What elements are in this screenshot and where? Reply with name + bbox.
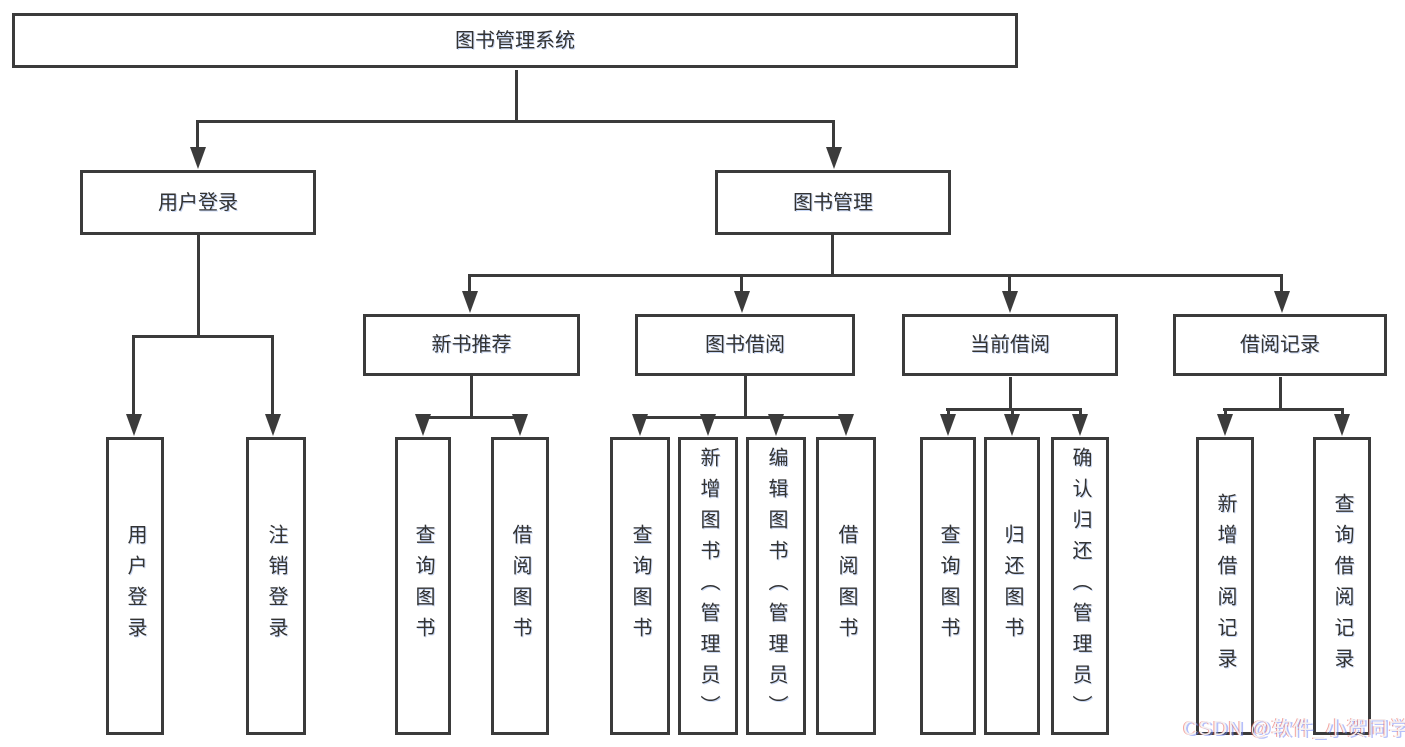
leaf-borrow-query-books: 查询图书: [610, 437, 670, 735]
leaf-current-query-books: 查询图书: [920, 437, 976, 735]
node-borrow-records: 借阅记录: [1173, 314, 1387, 376]
connector-line: [197, 235, 200, 335]
connector-line: [515, 70, 518, 120]
leaf-borrow-books: 借阅图书: [816, 437, 876, 735]
leaf-add-book-admin-label: 新增图书（管理员）: [697, 446, 719, 726]
leaf-add-borrow-record: 新增借阅记录: [1196, 437, 1254, 735]
connector-line: [132, 335, 274, 338]
leaf-borrow-query-books-label: 查询图书: [629, 524, 651, 648]
arrowhead-down-icon: [768, 414, 784, 436]
connector-line: [638, 416, 848, 419]
arrowhead-down-icon: [1274, 291, 1290, 313]
node-book-borrow: 图书借阅: [635, 314, 855, 376]
arrowhead-down-icon: [940, 414, 956, 436]
leaf-recommend-query-books: 查询图书: [395, 437, 451, 735]
connector-line: [132, 335, 135, 415]
node-current-borrow-label: 当前借阅: [970, 334, 1050, 356]
connector-line: [468, 274, 471, 294]
csdn-watermark: CSDN @软件_小贺同学: [1183, 718, 1405, 740]
connector-line: [1079, 408, 1082, 417]
leaf-confirm-return-admin: 确认归还（管理员）: [1051, 437, 1109, 735]
arrowhead-down-icon: [1004, 414, 1020, 436]
node-new-book-recommend-label: 新书推荐: [431, 334, 512, 356]
connector-line: [196, 120, 199, 150]
arrowhead-down-icon: [462, 291, 478, 313]
connector-line: [1224, 408, 1227, 417]
connector-line: [1009, 377, 1012, 408]
leaf-recommend-borrow-books: 借阅图书: [491, 437, 549, 735]
leaf-logout: 注销登录: [246, 437, 306, 735]
arrowhead-down-icon: [126, 414, 142, 436]
leaf-user-login-label: 用户登录: [124, 524, 146, 648]
arrowhead-down-icon: [734, 291, 750, 313]
connector-line: [740, 274, 743, 294]
leaf-add-borrow-record-label: 新增借阅记录: [1214, 493, 1236, 679]
arrowhead-down-icon: [415, 414, 431, 436]
node-user-login: 用户登录: [80, 170, 316, 235]
node-book-borrow-label: 图书借阅: [705, 334, 785, 356]
leaf-user-login: 用户登录: [106, 437, 164, 735]
node-borrow-records-label: 借阅记录: [1240, 334, 1320, 356]
leaf-current-query-books-label: 查询图书: [937, 524, 959, 648]
node-new-book-recommend: 新书推荐: [363, 314, 580, 376]
connector-line: [744, 376, 747, 416]
connector-line: [196, 120, 835, 123]
connector-line: [421, 416, 522, 419]
connector-line: [832, 120, 835, 150]
leaf-borrow-books-label: 借阅图书: [835, 524, 857, 648]
connector-line: [1223, 408, 1344, 411]
connector-line: [468, 274, 1283, 277]
connector-line: [1279, 377, 1282, 408]
node-root-label: 图书管理系统: [455, 29, 575, 52]
arrowhead-down-icon: [838, 414, 854, 436]
leaf-recommend-borrow-books-label: 借阅图书: [509, 524, 531, 648]
node-book-management-label: 图书管理: [793, 191, 873, 214]
node-root: 图书管理系统: [12, 13, 1018, 68]
connector-line: [947, 408, 950, 417]
connector-line: [1011, 408, 1014, 417]
connector-line: [946, 408, 1082, 411]
leaf-logout-label: 注销登录: [265, 524, 287, 648]
connector-line: [1280, 274, 1283, 294]
connector-line: [831, 235, 834, 274]
leaf-query-borrow-record-label: 查询借阅记录: [1331, 493, 1353, 679]
connector-line: [1341, 408, 1344, 417]
arrowhead-down-icon: [512, 414, 528, 436]
leaf-edit-book-admin-label: 编辑图书（管理员）: [765, 446, 787, 726]
connector-line: [271, 335, 274, 415]
arrowhead-down-icon: [700, 414, 716, 436]
arrowhead-down-icon: [1217, 414, 1233, 436]
leaf-return-book: 归还图书: [984, 437, 1040, 735]
arrowhead-down-icon: [1072, 414, 1088, 436]
leaf-confirm-return-admin-label: 确认归还（管理员）: [1069, 446, 1091, 726]
node-current-borrow: 当前借阅: [902, 314, 1118, 376]
arrowhead-down-icon: [1334, 414, 1350, 436]
arrowhead-down-icon: [190, 147, 206, 169]
arrowhead-down-icon: [265, 414, 281, 436]
node-user-login-label: 用户登录: [158, 191, 238, 214]
node-book-management: 图书管理: [715, 170, 951, 235]
connector-line: [1008, 274, 1011, 294]
leaf-query-borrow-record: 查询借阅记录: [1313, 437, 1371, 735]
arrowhead-down-icon: [1002, 291, 1018, 313]
leaf-return-book-label: 归还图书: [1001, 524, 1023, 648]
leaf-add-book-admin: 新增图书（管理员）: [678, 437, 738, 735]
connector-line: [470, 376, 473, 416]
leaf-recommend-query-books-label: 查询图书: [412, 524, 434, 648]
leaf-edit-book-admin: 编辑图书（管理员）: [746, 437, 806, 735]
arrowhead-down-icon: [826, 147, 842, 169]
arrowhead-down-icon: [632, 414, 648, 436]
